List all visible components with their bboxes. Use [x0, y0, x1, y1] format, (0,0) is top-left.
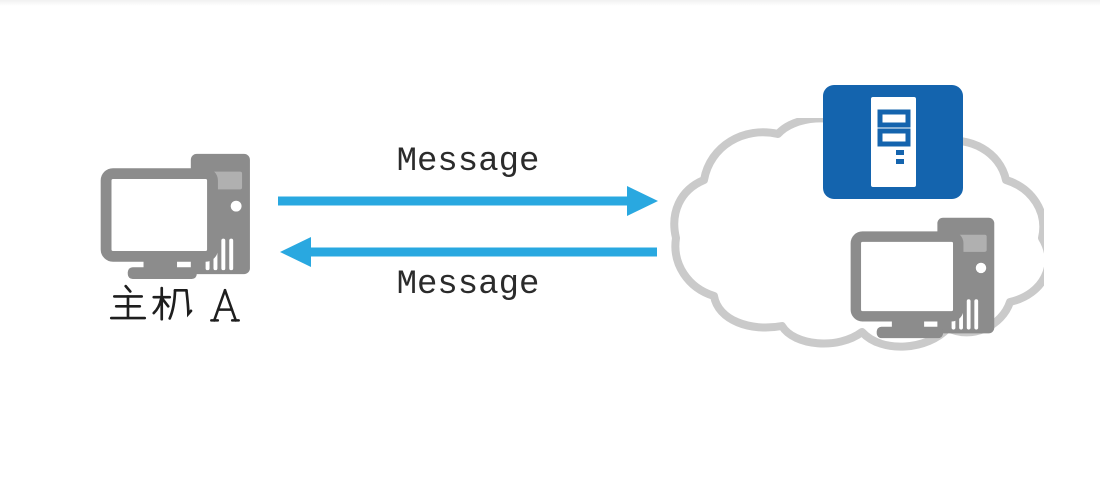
page-top-edge	[0, 0, 1100, 6]
arrow-right-icon	[278, 186, 658, 216]
desktop-computer-icon	[850, 212, 1002, 340]
message-arrows	[278, 186, 658, 267]
host-a-label-glyphs	[109, 284, 240, 322]
message-label-top: Message	[396, 143, 540, 181]
message-label-bottom: Message	[396, 266, 540, 304]
server-icon	[823, 85, 963, 199]
host-a-label: 主机 A	[104, 283, 254, 327]
desktop-computer-icon	[100, 148, 258, 281]
arrow-left-icon	[280, 237, 657, 267]
